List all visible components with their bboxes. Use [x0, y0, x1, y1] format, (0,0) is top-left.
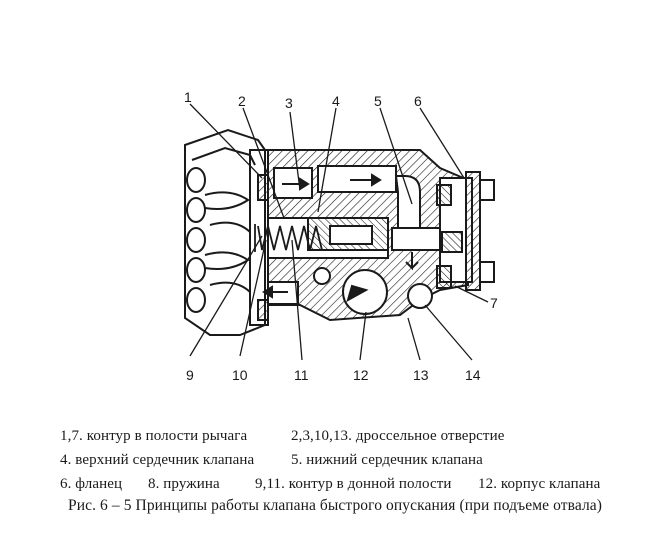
legend-item: 2,3,10,13. дроссельное отверстие [291, 428, 505, 444]
callout-12: 12 [353, 367, 369, 383]
callout-5: 5 [374, 93, 382, 109]
legend-item: 5. нижний сердечник клапана [291, 452, 483, 468]
legend-item: 1,7. контур в полости рычага [60, 428, 248, 444]
callout-2: 2 [238, 93, 246, 109]
legend-item: 9,11. контур в донной полости [255, 476, 452, 492]
figure-caption: Рис. 6 – 5 Принципы работы клапана быстр… [68, 497, 603, 514]
callout-11: 11 [294, 367, 309, 383]
callout-7: 7 [490, 295, 498, 311]
callout-9: 9 [186, 367, 194, 383]
legend-item: 12. корпус клапана [478, 476, 601, 492]
legend-item: 8. пружина [148, 476, 220, 492]
end-flange [436, 171, 495, 291]
callout-13: 13 [413, 367, 429, 383]
callout-numbers: 1 2 3 4 5 6 7 9 10 11 12 13 14 [184, 89, 498, 383]
callout-6: 6 [414, 93, 422, 109]
legend-item: 6. фланец [60, 476, 123, 492]
valve-body [267, 149, 469, 322]
leader-lines [189, 103, 489, 361]
callout-3: 3 [285, 95, 293, 111]
lever-housing [184, 128, 266, 336]
flow-arrows [262, 173, 382, 299]
callout-4: 4 [332, 93, 340, 109]
callout-14: 14 [465, 367, 481, 383]
callout-1: 1 [184, 89, 192, 105]
callout-10: 10 [232, 367, 248, 383]
legend-item: 4. верхний сердечник клапана [60, 452, 255, 468]
